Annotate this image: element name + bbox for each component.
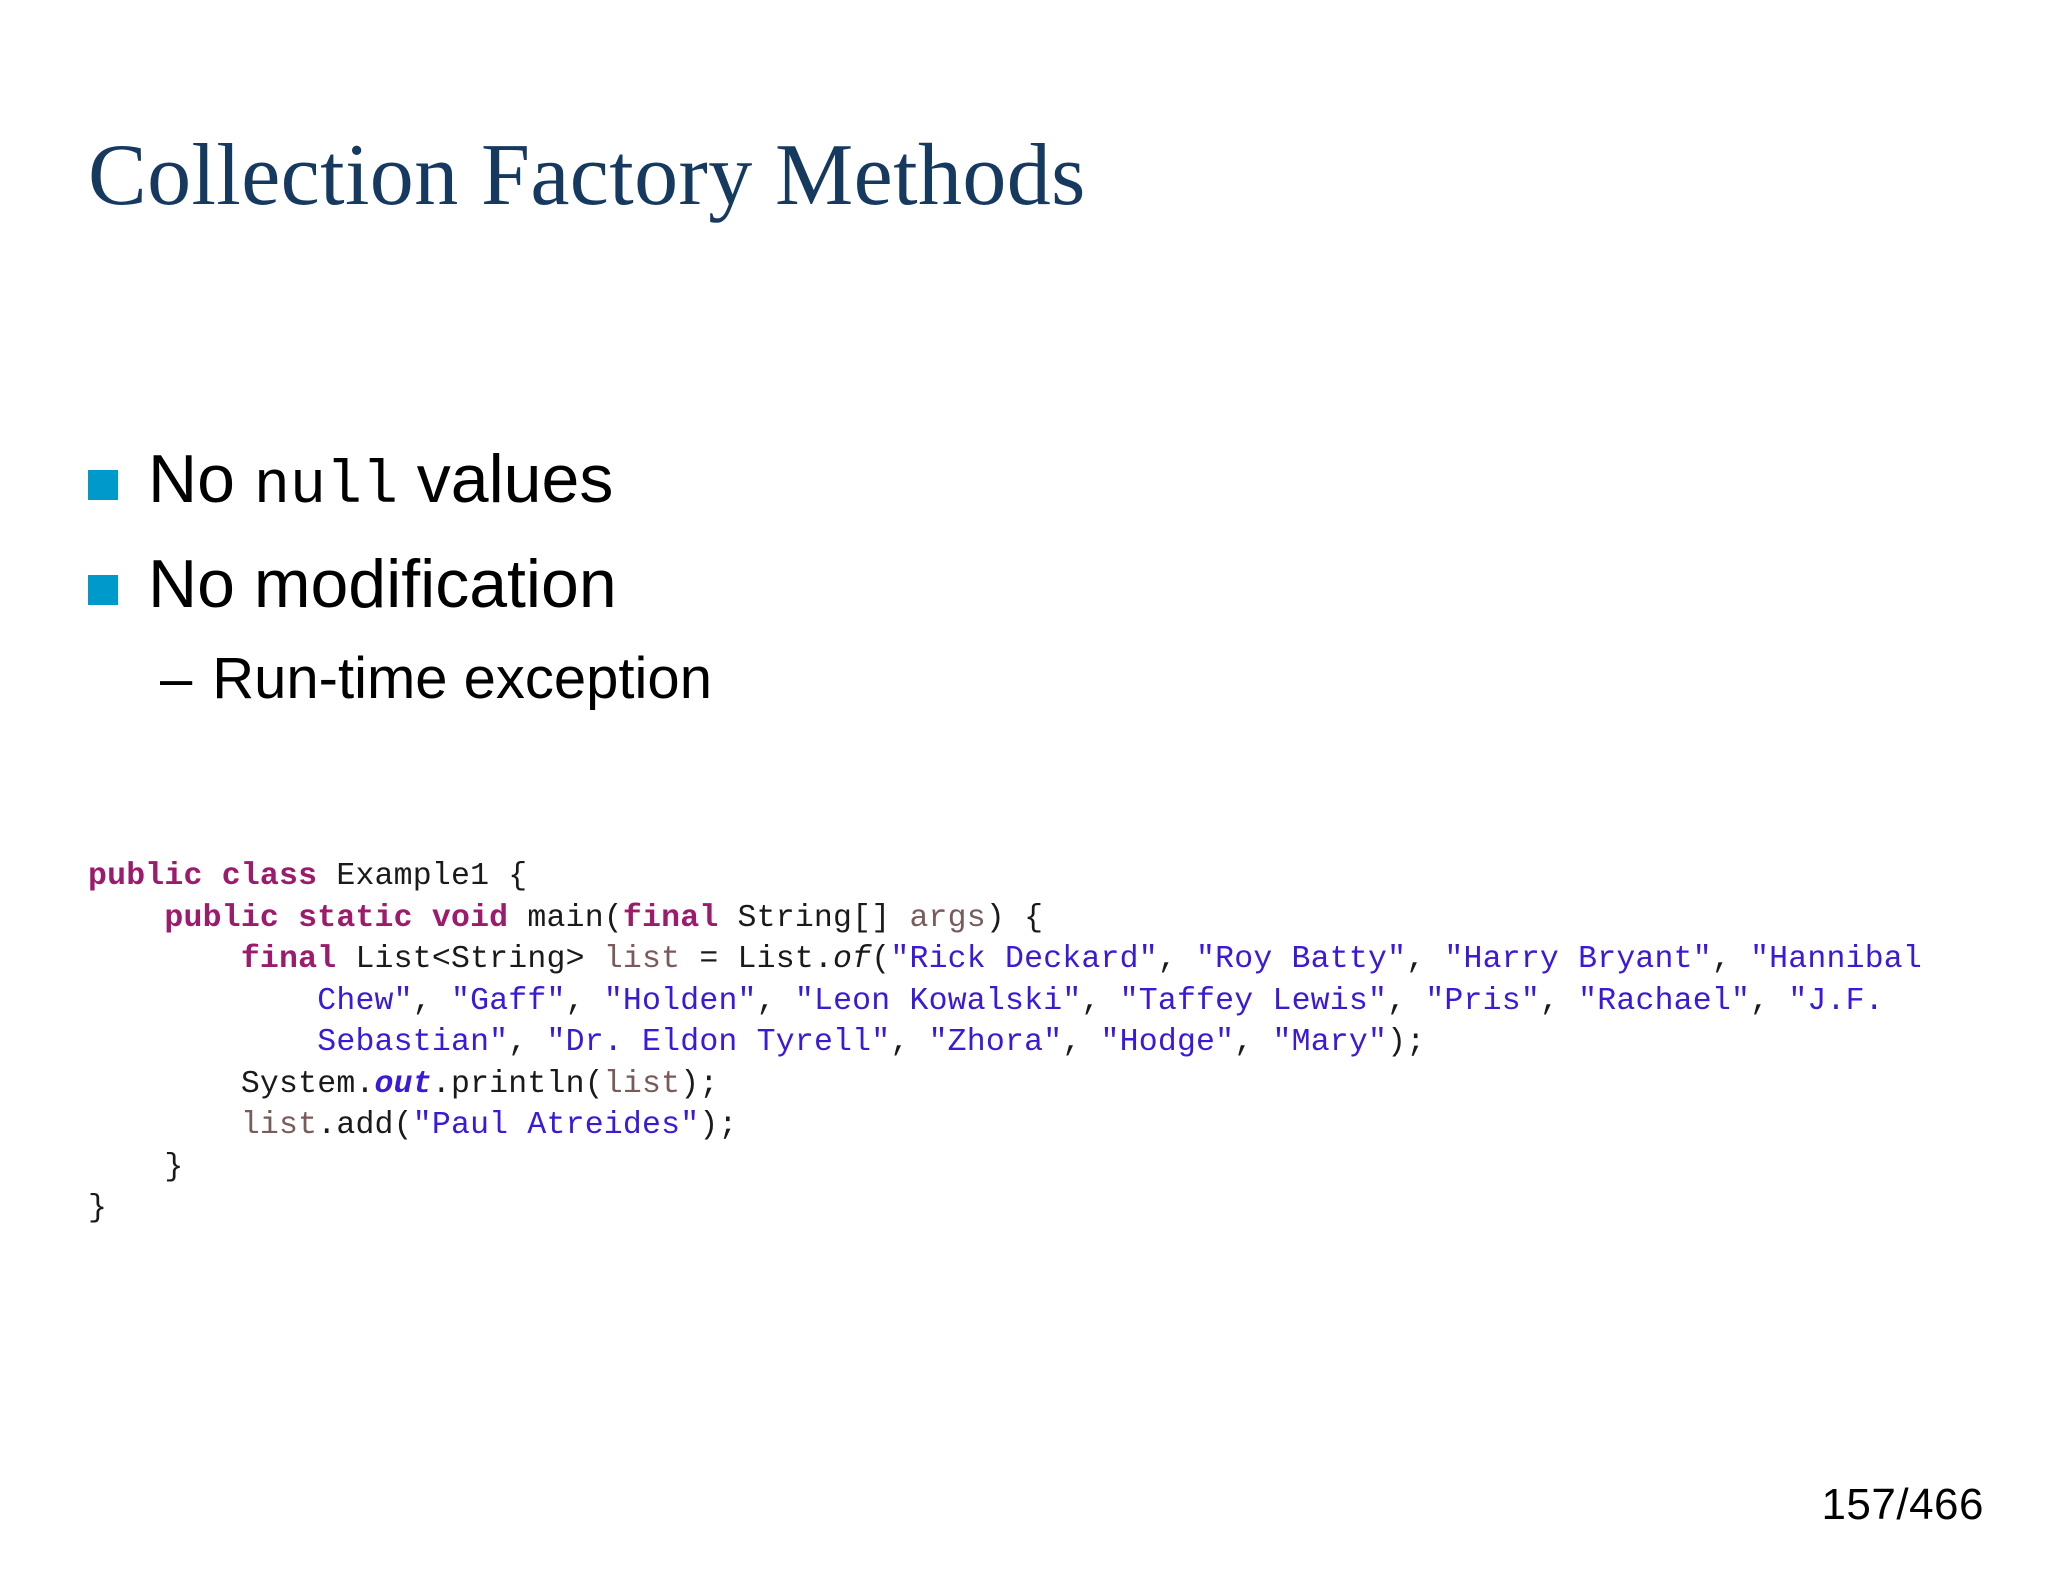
code-token: ); (699, 1108, 738, 1143)
code-token: , (1081, 983, 1120, 1019)
page-number: 157/466 (1821, 1480, 1984, 1529)
code-token: , (565, 983, 604, 1019)
code-token: "Leon Kowalski" (794, 983, 1082, 1019)
code-token: , (1234, 1025, 1273, 1060)
code-token: , (1157, 942, 1197, 977)
code-line: list.add("Paul Atreides"); (88, 1105, 1988, 1147)
square-bullet-icon (88, 574, 118, 605)
code-token: list (603, 1066, 681, 1102)
code-token: } (88, 1191, 108, 1226)
code-token: Example1 { (317, 859, 528, 894)
code-token: , (1539, 983, 1579, 1019)
code-token: } (88, 1149, 184, 1185)
code-token: "J.F. (1788, 983, 1884, 1019)
code-token (88, 1025, 317, 1060)
code-token: "Hannibal (1750, 942, 1923, 977)
code-token: ) { (985, 900, 1044, 936)
code-token: , (1387, 983, 1426, 1019)
dash-bullet-icon: – (160, 646, 193, 712)
bullet-item-no-modification: No modification (88, 545, 1968, 624)
code-token: list (240, 1108, 318, 1143)
code-token: String[] (718, 900, 910, 936)
code-token: "Holden" (603, 983, 757, 1019)
page-title: Collection Factory Methods (88, 127, 1086, 224)
code-token: "Rick Deckard" (890, 942, 1158, 977)
code-token: "Taffey Lewis" (1119, 983, 1388, 1019)
bullet-text-segment: values (397, 441, 614, 517)
code-token: , (890, 1025, 929, 1060)
code-line: System.out.println(list); (88, 1064, 1988, 1106)
code-line: } (88, 1188, 1988, 1230)
code-line: Chew", "Gaff", "Holden", "Leon Kowalski"… (88, 981, 1988, 1023)
code-token: ); (1387, 1025, 1426, 1060)
code-token: List<String> (336, 942, 604, 977)
bullet-item-no-null-values: No null values (88, 440, 1968, 523)
code-token: , (1406, 942, 1445, 977)
code-token: "Dr. Eldon Tyrell" (546, 1025, 891, 1060)
code-token: System. (88, 1066, 375, 1102)
code-token: , (1750, 983, 1789, 1019)
code-token: "Harry Bryant" (1444, 942, 1712, 977)
code-token: public class (88, 859, 318, 894)
code-token: "Rachael" (1578, 983, 1751, 1019)
square-bullet-icon (88, 470, 118, 500)
bullet-list: No null values No modification – Run-tim… (88, 440, 1968, 713)
bullet-item-label: No modification (148, 545, 617, 622)
subbullet-item-label: Run-time exception (212, 646, 712, 712)
code-token: ( (871, 942, 891, 977)
code-token: Chew" (317, 983, 413, 1019)
code-token: main( (508, 900, 623, 936)
code-token: public static void (164, 900, 509, 936)
code-token: , (756, 983, 795, 1019)
code-line: final List<String> list = List.of("Rick … (88, 939, 1988, 981)
code-listing: public class Example1 { public static vo… (88, 856, 1988, 1230)
code-line: } (88, 1147, 1988, 1189)
code-token: .println( (431, 1066, 604, 1102)
code-token: , (508, 1025, 547, 1060)
code-token: "Zhora" (928, 1025, 1063, 1060)
code-token (88, 1108, 241, 1143)
code-token: Sebastian" (317, 1025, 509, 1060)
bullet-item-label: No null values (148, 440, 613, 523)
code-token: , (1711, 942, 1751, 977)
code-token (88, 901, 164, 936)
code-token: "Pris" (1425, 983, 1540, 1019)
code-token: "Roy Batty" (1196, 942, 1407, 977)
inline-code-null: null (253, 453, 398, 521)
code-line: public class Example1 { (88, 856, 1988, 898)
code-token: out (374, 1066, 432, 1102)
code-token: "Paul Atreides" (412, 1108, 700, 1143)
code-token: "Mary" (1272, 1025, 1388, 1060)
code-token: , (1062, 1025, 1101, 1060)
code-token: , (412, 983, 451, 1019)
code-line: public static void main(final String[] a… (88, 898, 1988, 940)
code-token: "Hodge" (1100, 1025, 1235, 1060)
code-line: Sebastian", "Dr. Eldon Tyrell", "Zhora",… (88, 1022, 1988, 1064)
code-token (88, 984, 317, 1019)
subbullet-item-run-time-exception: – Run-time exception (160, 645, 1968, 712)
code-token: ); (680, 1066, 719, 1102)
code-token: = List. (680, 942, 834, 977)
code-token: args (909, 900, 986, 936)
code-token: list (603, 942, 681, 977)
code-token: final (240, 942, 337, 977)
code-token: "Gaff" (450, 983, 566, 1019)
code-token: .add( (317, 1108, 413, 1143)
code-token: of (833, 942, 872, 977)
code-token (88, 942, 241, 977)
code-token: final (622, 900, 719, 936)
bullet-text-segment: No (148, 441, 254, 517)
